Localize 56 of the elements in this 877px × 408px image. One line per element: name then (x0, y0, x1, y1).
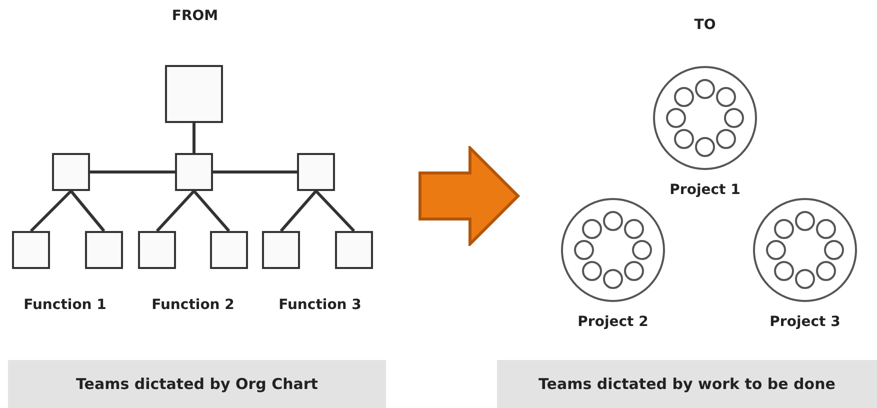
member-circle (716, 128, 736, 148)
org-box (262, 231, 300, 269)
column-heading: FROM (172, 8, 218, 24)
connector-line (156, 190, 196, 232)
member-circle (624, 219, 644, 240)
project-label: Project 1 (670, 182, 740, 198)
org-box (210, 231, 248, 269)
caption-band (497, 360, 877, 408)
connector-line (280, 190, 318, 232)
connector-line (70, 190, 106, 232)
member-circle (582, 219, 602, 240)
member-circle (795, 269, 815, 289)
member-circle (603, 211, 623, 231)
member-circle (574, 240, 594, 260)
group-label: Function 3 (278, 297, 362, 313)
org-box (335, 231, 373, 269)
org-box (85, 231, 123, 269)
project-label: Project 2 (578, 314, 648, 330)
project-label: Project 3 (770, 314, 840, 330)
member-circle (603, 269, 623, 289)
org-box (175, 153, 213, 191)
member-circle (774, 260, 794, 280)
connector-line (30, 190, 72, 232)
member-circle (816, 260, 836, 280)
org-box (165, 65, 223, 123)
member-circle (824, 240, 844, 260)
connector-line (213, 170, 297, 174)
member-circle (774, 219, 794, 240)
member-circle (582, 260, 602, 280)
org-box (12, 231, 50, 269)
member-circle (674, 87, 694, 108)
member-circle (632, 240, 652, 260)
member-circle (816, 219, 836, 240)
org-box (297, 153, 335, 191)
connector-line (314, 190, 356, 232)
member-circle (674, 128, 694, 148)
connector-line (90, 170, 175, 174)
connector-line (192, 190, 230, 232)
member-circle (766, 240, 786, 260)
org-box (52, 153, 90, 191)
member-circle (724, 108, 744, 128)
block-arrow (418, 146, 520, 246)
member-circle (695, 137, 715, 157)
member-circle (716, 87, 736, 108)
connector-line (192, 123, 196, 153)
member-circle (795, 211, 815, 231)
group-label: Function 1 (24, 297, 106, 313)
member-circle (624, 260, 644, 280)
caption-band (8, 360, 386, 408)
member-circle (695, 79, 715, 99)
org-box (138, 231, 176, 269)
band-text: Teams dictated by work to be done (538, 375, 836, 393)
member-circle (666, 108, 686, 128)
column-heading: TO (694, 17, 716, 33)
band-text: Teams dictated by Org Chart (76, 375, 318, 393)
group-label: Function 2 (152, 297, 234, 313)
